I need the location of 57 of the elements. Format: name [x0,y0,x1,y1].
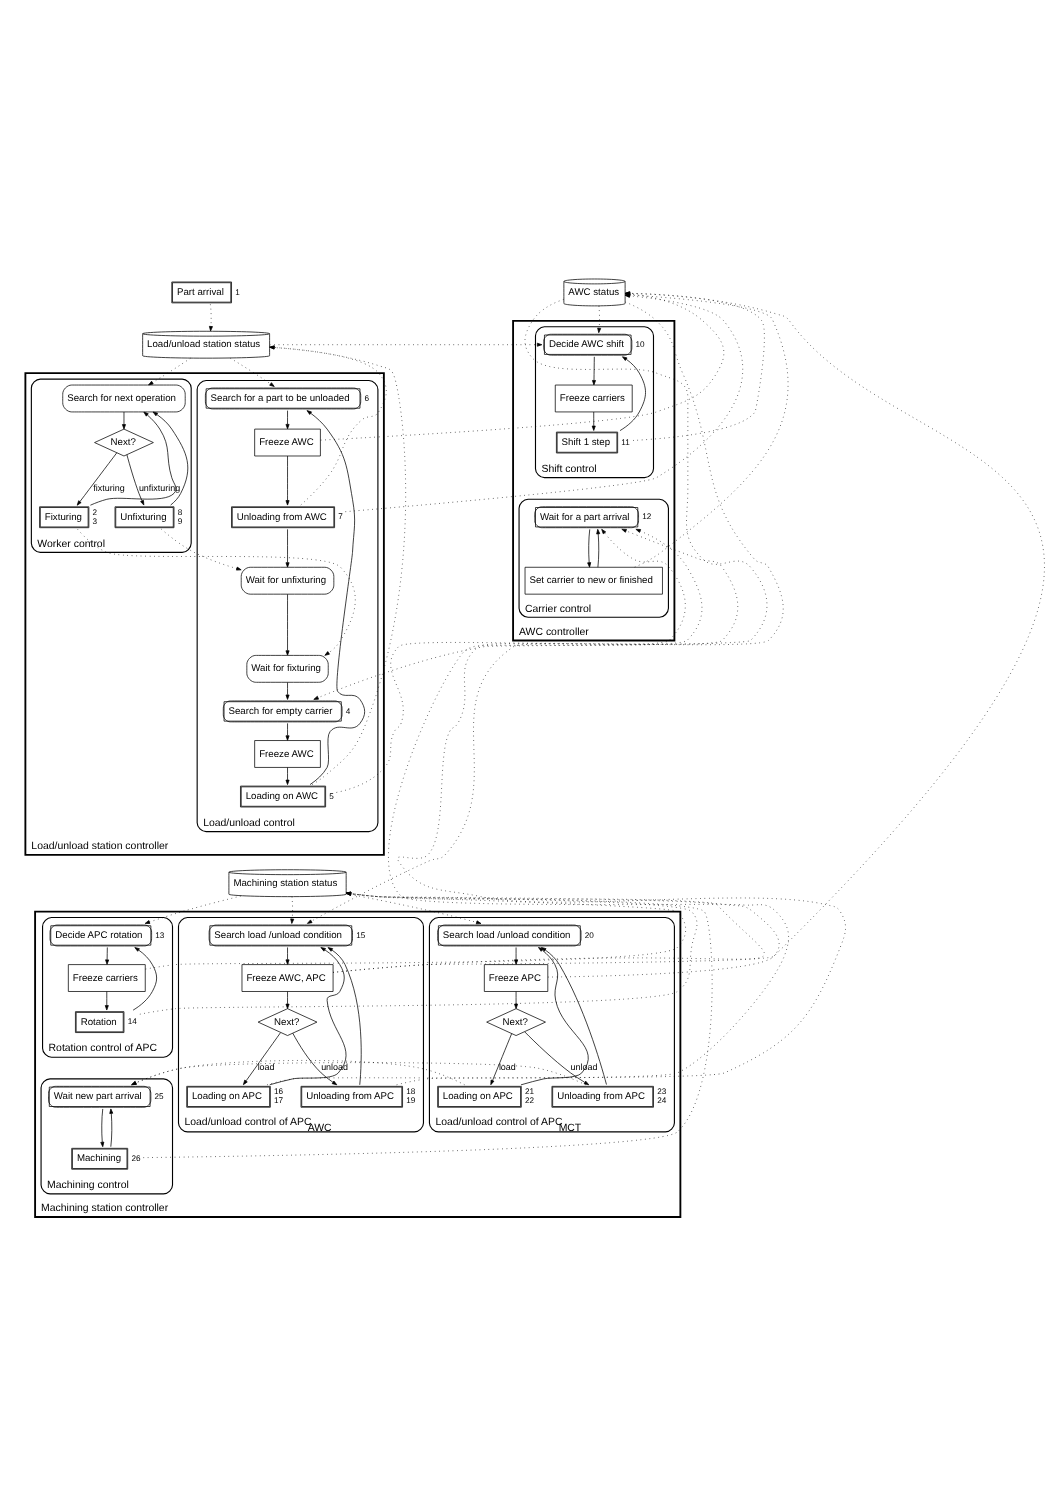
arrow [131,1060,465,1086]
arrow [269,345,387,506]
arrow [313,299,768,700]
arrow [285,767,290,785]
arrow [76,452,118,506]
arrow [143,891,713,1158]
arrow [596,528,601,568]
arrow [77,529,356,656]
arrow [597,305,602,334]
arrow [122,411,126,430]
arrow [109,1108,114,1148]
arrow [285,593,290,656]
arrow [90,411,177,506]
arrow [285,455,290,506]
arrow [285,410,290,430]
arrow [327,947,362,1086]
arrow [619,356,646,431]
arrow [524,1031,590,1086]
arrow [520,947,589,1086]
arrow [285,682,290,700]
arrow [243,1032,281,1086]
arrow [161,528,242,571]
arrow [269,345,407,785]
arrow [209,304,213,332]
arrow [105,947,110,965]
arrow [139,891,698,1015]
arrow [292,1032,338,1086]
arrow [285,991,290,1009]
arrow [285,528,290,568]
arrow [307,301,784,924]
arrow [345,893,482,925]
arrow [591,411,596,431]
arrow [266,528,789,1086]
arrow [230,357,275,387]
arrow [290,896,295,924]
arrow [514,991,518,1009]
arrow [131,1062,586,1086]
arrow [148,357,191,386]
arrow [336,528,686,793]
arrow [514,947,518,965]
arrow [490,1033,513,1086]
arrow [269,342,543,347]
arrow [285,723,290,741]
arrow [144,895,241,924]
arrow [285,947,290,965]
arrow [541,947,607,1085]
arrow [152,411,189,506]
arrow [132,947,157,1011]
arrow [100,1108,105,1148]
arrow [592,356,596,386]
arrow [306,410,366,785]
arrow [396,528,846,1086]
arrow [587,528,592,568]
arrow [126,454,145,506]
arrow [145,891,687,970]
arrow [269,947,347,1086]
arrow [104,991,109,1011]
